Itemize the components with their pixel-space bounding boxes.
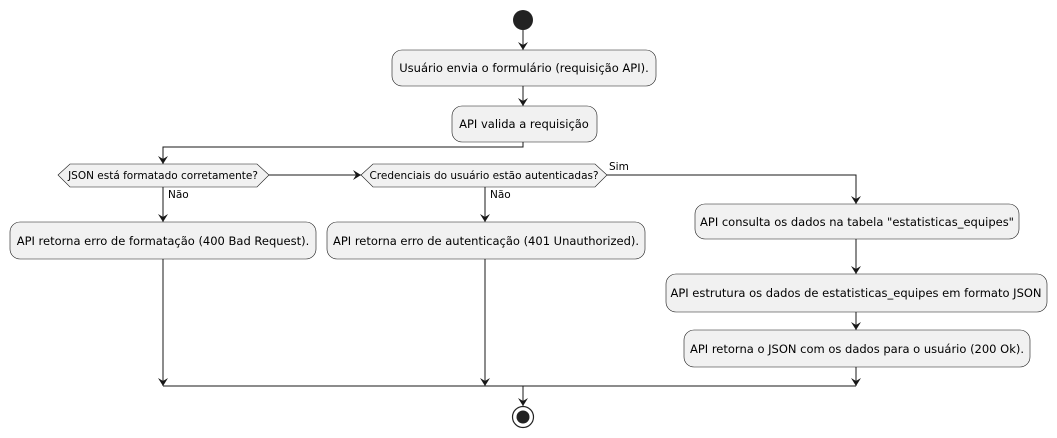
activity-format-error: API retorna erro de formatação (400 Bad … (9, 221, 317, 260)
activity-structure-json: API estrutura os dados de estatisticas_e… (665, 273, 1048, 313)
edge-validate-to-json-check (162, 142, 524, 164)
activity-label: Usuário envia o formulário (requisição A… (399, 61, 648, 75)
activity-label: API retorna erro de formatação (400 Bad … (17, 234, 310, 248)
arrow-head (480, 378, 490, 386)
activity-api-validates: API valida a requisição (451, 105, 598, 143)
branch-label-no-format: Não (168, 189, 189, 201)
decision-label: JSON está formatado corretamente? (67, 170, 258, 182)
branch-label-no-auth: Não (490, 189, 511, 201)
decision-json-format: JSON está formatado corretamente? (57, 163, 270, 188)
arrow-head (353, 170, 361, 180)
arrow-head (158, 378, 168, 386)
activity-label: API retorna erro de autenticação (401 Un… (333, 234, 639, 248)
arrow-head (851, 322, 861, 330)
edges (158, 30, 861, 406)
end-node (511, 405, 535, 429)
branch-label-yes-auth: Sim (609, 161, 629, 173)
decision-credentials: Credenciais do usuário estão autenticada… (360, 163, 608, 188)
arrow-head (851, 378, 861, 386)
activity-label: API retorna o JSON com os dados para o u… (690, 342, 1024, 356)
arrow-head (518, 398, 528, 406)
activity-label: API consulta os dados na tabela "estatis… (700, 215, 1014, 229)
start-node (513, 10, 533, 30)
arrow-head (158, 214, 168, 222)
edge-credentials-yes (607, 174, 857, 204)
activity-label: API estrutura os dados de estatisticas_e… (670, 286, 1041, 300)
arrow-head (518, 42, 528, 50)
arrow-head (480, 214, 490, 222)
arrow-head (158, 156, 168, 164)
arrow-head (851, 266, 861, 274)
activity-auth-error: API retorna erro de autenticação (401 Un… (326, 221, 646, 260)
activity-label: API valida a requisição (459, 117, 589, 131)
activity-return-json: API retorna o JSON com os dados para o u… (683, 329, 1031, 368)
activity-user-sends-form: Usuário envia o formulário (requisição A… (391, 49, 657, 87)
activity-query-data: API consulta os dados na tabela "estatis… (694, 203, 1020, 240)
arrow-head (518, 98, 528, 106)
arrow-head (851, 196, 861, 204)
decision-label: Credenciais do usuário estão autenticada… (369, 170, 598, 182)
